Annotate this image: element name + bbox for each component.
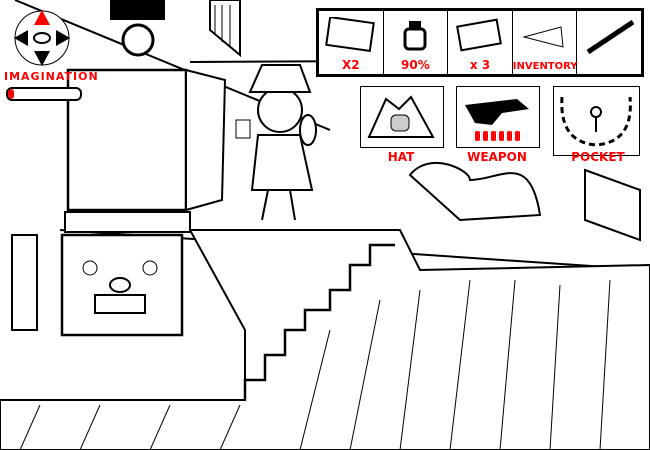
revolver-icon (465, 99, 529, 141)
ammo-indicator (475, 131, 520, 141)
navigation-dpad[interactable] (8, 8, 78, 68)
detective-character (248, 64, 317, 221)
ink-bottle-icon (403, 21, 427, 51)
imagination-fill (8, 89, 14, 99)
eye-icon (33, 32, 51, 44)
bullet-icon (475, 131, 480, 141)
cards-icon (456, 18, 503, 52)
inventory-slot-cone[interactable]: INVENTORY (513, 11, 578, 74)
imagination-meter (6, 87, 82, 101)
floor-hatching (19, 279, 611, 450)
pocket-label: POCKET (571, 150, 625, 164)
metal-cabinet (66, 68, 188, 212)
pocket-icon (560, 96, 632, 147)
bullet-icon (491, 131, 496, 141)
clown-box (60, 233, 184, 337)
bullet-icon (483, 131, 488, 141)
weapon-label: WEAPON (467, 150, 527, 164)
bullet-icon (499, 131, 504, 141)
hat-slot[interactable] (360, 86, 444, 148)
hat-label: HAT (387, 150, 415, 164)
arrow-down-icon (34, 51, 50, 66)
inventory-slot-photo[interactable]: X2 (319, 11, 384, 74)
hat-icon (367, 95, 435, 138)
arrow-right-icon (56, 30, 70, 46)
inventory-slot-cards[interactable]: x 3 (448, 11, 513, 74)
weapon-slot[interactable] (456, 86, 540, 148)
pocket-slot[interactable] (553, 86, 640, 156)
bullet-icon (507, 131, 512, 141)
inventory-slot-ink[interactable]: 90% (384, 11, 449, 74)
key-icon (590, 106, 602, 118)
cone-icon (521, 26, 564, 48)
pencil-icon (586, 19, 635, 55)
imagination-label: IMAGINATION (4, 70, 99, 83)
arrow-left-icon (14, 30, 28, 46)
inventory-bar: X2 90% x 3 INVENTORY (316, 8, 644, 77)
inventory-slot-pencil[interactable] (577, 11, 641, 74)
bullet-icon (515, 131, 520, 141)
arrow-up-icon (34, 10, 50, 25)
photo-icon (325, 17, 375, 52)
